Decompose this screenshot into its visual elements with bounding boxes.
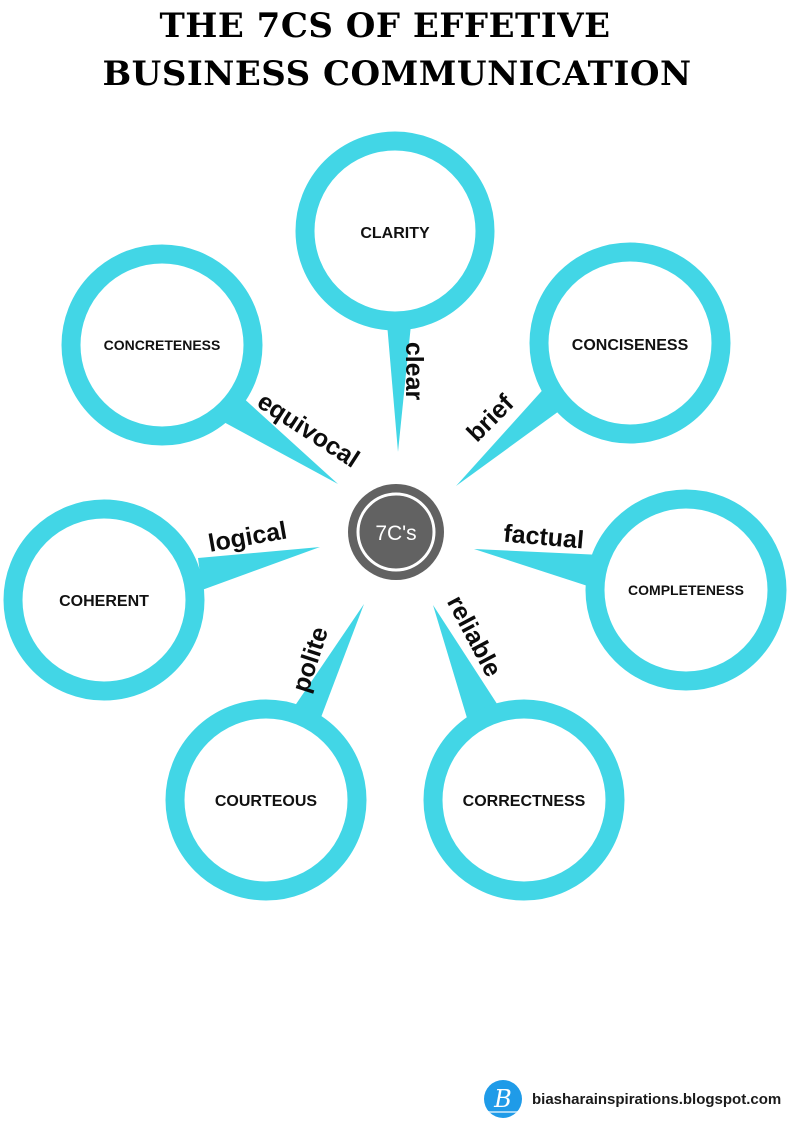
bubble-courteous bbox=[165, 699, 367, 901]
blog-logo-icon[interactable]: B bbox=[484, 1080, 522, 1118]
title-line-2: BUSINESS COMMUNICATION bbox=[102, 54, 692, 94]
tail-concreteness bbox=[220, 395, 338, 484]
connector-clear: clear bbox=[400, 342, 428, 401]
center-ring bbox=[356, 492, 436, 572]
connector-factual: factual bbox=[502, 520, 585, 555]
center-hub: 7C's bbox=[348, 484, 444, 580]
tail-clarity bbox=[385, 300, 413, 452]
label-conciseness: CONCISENESS bbox=[572, 337, 689, 354]
center-outer bbox=[348, 484, 444, 580]
bubble-completeness bbox=[585, 489, 787, 691]
footer: B biasharainspirations.blogspot.com bbox=[484, 1078, 781, 1120]
tail-conciseness bbox=[456, 384, 566, 486]
bubble-circles bbox=[3, 131, 787, 901]
logo-underline bbox=[488, 1111, 518, 1113]
label-coherent: COHERENT bbox=[59, 593, 149, 610]
label-concreteness: CONCRETENESS bbox=[104, 337, 221, 353]
bubble-labels: CLARITY CONCISENESS COMPLETENESS CORRECT… bbox=[59, 225, 744, 810]
bubble-conciseness bbox=[529, 242, 731, 444]
bubble-clarity bbox=[295, 131, 495, 331]
label-clarity: CLARITY bbox=[360, 225, 430, 242]
tail-correctness bbox=[433, 605, 501, 718]
bubble-coherent bbox=[3, 499, 205, 701]
bubble-correctness bbox=[423, 699, 625, 901]
page-title: THE 7CS OF EFFETIVE BUSINESS COMMUNICATI… bbox=[0, 2, 794, 98]
label-correctness: CORRECTNESS bbox=[463, 793, 586, 810]
label-completeness: COMPLETENESS bbox=[628, 582, 744, 598]
blog-url-link[interactable]: biasharainspirations.blogspot.com bbox=[532, 1090, 782, 1108]
tail-coherent bbox=[198, 547, 320, 590]
title-line-1: THE 7CS OF EFFETIVE bbox=[159, 6, 611, 46]
center-label: 7C's bbox=[375, 522, 416, 545]
tail-courteous bbox=[290, 604, 364, 720]
label-courteous: COURTEOUS bbox=[215, 793, 318, 810]
logo-letter: B bbox=[494, 1085, 512, 1113]
tail-completeness bbox=[474, 549, 602, 590]
bubble-concreteness bbox=[61, 244, 263, 446]
bubble-tails bbox=[198, 300, 602, 720]
